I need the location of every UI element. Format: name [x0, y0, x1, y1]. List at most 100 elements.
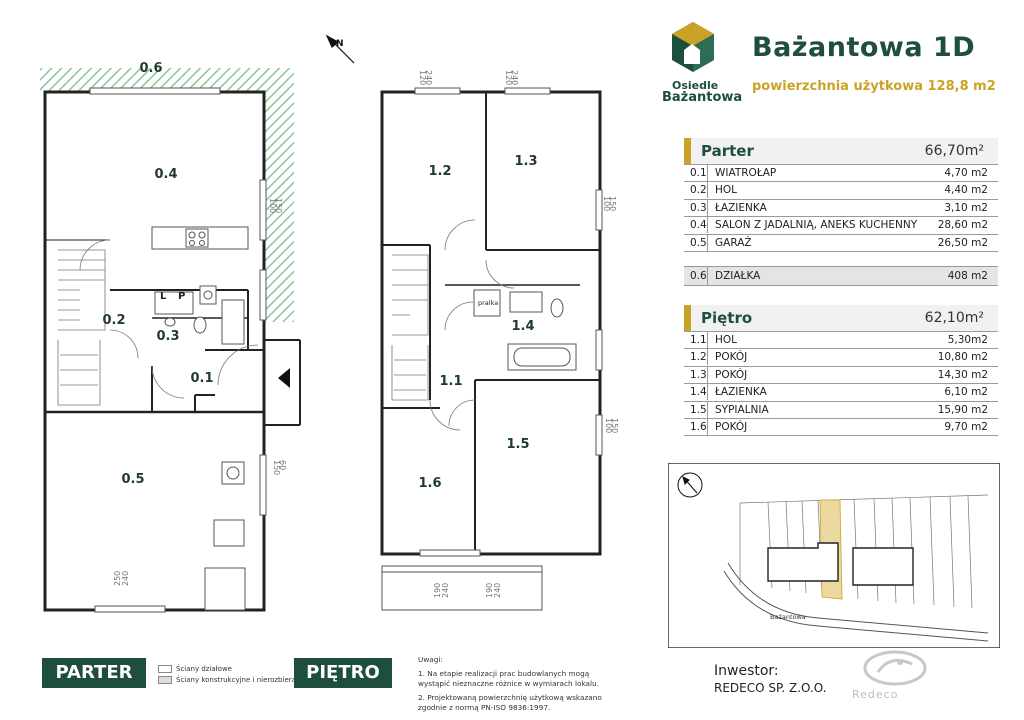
investor-name: REDECO SP. Z.O.O.	[714, 681, 827, 695]
room-label: 0.6	[139, 61, 162, 76]
room-label: 1.5	[506, 437, 529, 452]
row-name: POKÓJ	[715, 351, 748, 364]
row-no: 1.3	[690, 368, 707, 381]
site-map: Bażantowa	[668, 463, 1000, 648]
dim-label: 150	[274, 198, 283, 213]
section-name: Parter	[701, 142, 754, 160]
row-name: SYPIALNIA	[715, 403, 769, 416]
entrance-arrow-icon	[278, 368, 290, 388]
dim-label: 240	[424, 70, 433, 85]
logo-line2: Bażantowa	[662, 90, 743, 105]
balcony	[381, 565, 543, 611]
row-name: DZIAŁKA	[715, 270, 761, 282]
row-name: POKÓJ	[715, 420, 748, 433]
redeco-logo-text: Redeco	[852, 688, 899, 701]
note: 1. Na etapie realizacji prac budowlanych…	[418, 669, 600, 688]
room-label: 0.3	[156, 329, 179, 344]
dim-label: 120	[504, 70, 513, 85]
row-no: 1.4	[690, 386, 707, 399]
dim-label: 100	[268, 198, 277, 213]
row-name: POKÓJ	[715, 368, 748, 381]
row-no: 1.1	[690, 334, 707, 346]
parter-section-header: Parter 66,70m²	[684, 138, 998, 164]
dim-label: 150	[608, 196, 617, 211]
row-name: ŁAZIENKA	[715, 201, 767, 214]
section-name: Piętro	[701, 309, 753, 327]
room-label: 1.3	[514, 154, 537, 169]
dim-label: 240	[510, 70, 519, 85]
row-area: 5,30m2	[947, 334, 988, 346]
section-accent	[684, 305, 691, 331]
parter-badge: PARTER	[42, 658, 146, 688]
dim-label: 150	[272, 460, 281, 475]
row-area: 4,40 m2	[944, 184, 988, 197]
table-row: 0.4 SALON Z JADALNIĄ, ANEKS KUCHENNY 28,60…	[684, 217, 998, 235]
row-name: SALON Z JADALNIĄ, ANEKS KUCHENNY	[715, 219, 918, 232]
pietro-walls	[380, 90, 602, 556]
notes-block: Uwagi: 1. Na etapie realizacji prac budo…	[418, 655, 608, 713]
dim-label: 150	[610, 418, 619, 433]
room-label: 1.4	[511, 319, 534, 334]
row-name: ŁAZIENKA	[715, 386, 767, 399]
table-row: 1.3 POKÓJ 14,30 m2	[684, 366, 998, 385]
dim-label: 190	[485, 583, 494, 598]
room-label: 0.2	[102, 313, 125, 328]
row-area: 28,60 m2	[937, 219, 988, 232]
row-no: 0.2	[690, 184, 707, 197]
row-area: 6,10 m2	[944, 386, 988, 399]
row-area: 26,50 m2	[937, 236, 988, 249]
section-area: 66,70m²	[924, 143, 984, 159]
room-label: 0.1	[190, 371, 213, 386]
row-area: 14,30 m2	[937, 368, 988, 381]
room-label: 1.1	[439, 374, 462, 389]
dim-label: 240	[441, 583, 450, 598]
section-accent	[684, 138, 691, 164]
legend-text: Ściany konstrukcyjne i nierozbieralne	[176, 676, 307, 684]
kitchen-letter: L	[160, 291, 167, 302]
parter-bath	[154, 285, 245, 345]
pietro-doors	[429, 219, 515, 431]
legend-swatch	[158, 665, 172, 673]
row-no: 1.6	[690, 420, 707, 433]
row-area: 3,10 m2	[944, 201, 988, 214]
table-row: 0.2 HOL 4,40 m2	[684, 182, 998, 200]
house-cube-logo-icon	[672, 22, 714, 72]
section-area: 62,10m²	[924, 310, 984, 326]
row-name: HOL	[715, 184, 738, 197]
row-no: 0.4	[690, 219, 707, 232]
room-label: 0.4	[154, 167, 177, 182]
table-row: 1.4 ŁAZIENKA 6,10 m2	[684, 384, 998, 402]
kitchen-letter: P	[178, 291, 185, 302]
row-name: HOL	[715, 334, 738, 346]
pietro-section-header: Piętro 62,10m²	[684, 305, 998, 331]
north-arrow-icon: N	[325, 34, 355, 64]
row-area: 10,80 m2	[937, 351, 988, 364]
dim-label: 100	[604, 418, 613, 433]
svg-text:N: N	[336, 39, 344, 49]
legend-item: Ściany działowe	[158, 665, 232, 673]
legend-text: Ściany działowe	[176, 665, 232, 673]
laundry-label: pralka	[478, 299, 498, 307]
floor-plans: 0.4 0.2 0.3 0.1 0.5 0.6 L P 100 150 150 …	[40, 34, 619, 613]
plot-row: 0.6 DZIAŁKA 408 m2	[684, 266, 998, 286]
street-label: Bażantowa	[770, 613, 806, 621]
row-area: 4,70 m2	[944, 167, 988, 179]
pietro-badge: PIĘTRO	[294, 658, 392, 688]
pietro-stairs	[391, 254, 429, 401]
room-label: 1.6	[418, 476, 441, 491]
row-name: GARAŻ	[715, 236, 752, 249]
dim-label: 120	[418, 70, 427, 85]
investor-label: Inwestor:	[714, 663, 779, 679]
legend-item: Ściany konstrukcyjne i nierozbieralne	[158, 676, 307, 684]
dim-label: 190	[433, 583, 442, 598]
compass-icon	[677, 472, 703, 498]
row-no: 1.5	[690, 403, 707, 416]
redeco-logo-icon	[863, 650, 927, 686]
pietro-bath	[473, 289, 577, 371]
